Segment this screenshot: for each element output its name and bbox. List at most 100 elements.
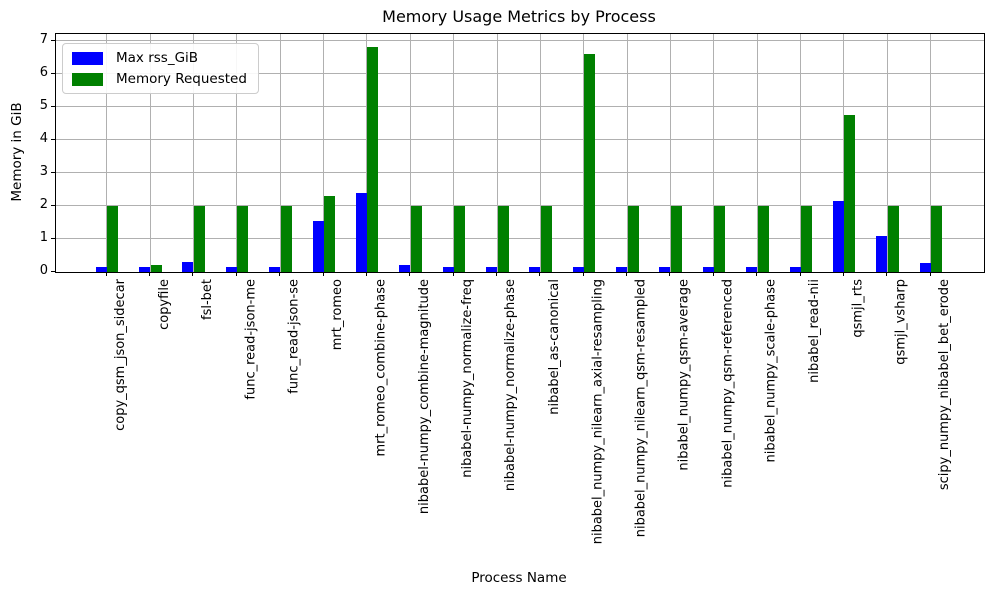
x-tick-mark <box>235 272 237 276</box>
x-tick-mark <box>409 272 411 276</box>
bar-max-rss <box>919 262 931 272</box>
x-tick-label: mrt_romeo_combine-phase <box>373 279 389 457</box>
x-tick-label: nibabel_numpy_qsm-referenced <box>720 279 736 488</box>
y-tick-label: 4 <box>39 130 48 146</box>
gridline-x <box>192 34 194 272</box>
gridline-x <box>149 34 151 272</box>
x-tick-label: nibabel_numpy_nilearn_axial-resampling <box>590 279 606 545</box>
bar-memory-requested <box>714 205 726 272</box>
x-tick-label: func_read-json-se <box>286 279 302 394</box>
legend: Max rss_GiB Memory Requested <box>62 43 259 94</box>
x-tick-mark <box>149 272 151 276</box>
gridline-x <box>669 34 671 272</box>
bar-max-rss <box>269 267 281 272</box>
bar-memory-requested <box>367 47 379 272</box>
gridline-y-7 <box>56 40 984 42</box>
y-tick-mark <box>51 171 55 173</box>
y-tick-label: 3 <box>39 163 48 179</box>
x-tick-mark <box>886 272 888 276</box>
gridline-x <box>930 34 932 272</box>
x-tick-mark <box>322 272 324 276</box>
bar-max-rss <box>312 220 324 272</box>
y-axis-label: Memory in GiB <box>9 102 25 202</box>
x-tick-label: func_read-json-me <box>243 279 259 400</box>
x-tick-label: nibabel_numpy_qsm-average <box>676 279 692 471</box>
gridline-x <box>106 34 108 272</box>
x-tick-label: nibabel_numpy_scale-phase <box>763 279 779 463</box>
x-tick-mark <box>799 272 801 276</box>
bar-max-rss <box>572 267 584 272</box>
x-tick-mark <box>105 272 107 276</box>
gridline-x <box>323 34 325 272</box>
x-tick-label: copyfile <box>156 279 172 330</box>
y-tick-mark <box>51 138 55 140</box>
gridline-x <box>453 34 455 272</box>
y-tick-mark <box>51 105 55 107</box>
legend-label-max-rss: Max rss_GiB <box>116 50 199 66</box>
gridline-y-3 <box>56 172 984 174</box>
gridline-x <box>279 34 281 272</box>
gridline-x <box>236 34 238 272</box>
bar-memory-requested <box>844 115 856 272</box>
bar-memory-requested <box>454 205 466 272</box>
gridline-x <box>800 34 802 272</box>
bar-max-rss <box>659 267 671 272</box>
x-tick-mark <box>756 272 758 276</box>
x-tick-label: qsmjl_rts <box>850 279 866 338</box>
bar-max-rss <box>355 192 367 272</box>
bar-memory-requested <box>887 205 899 272</box>
x-axis-label: Process Name <box>471 570 567 586</box>
x-tick-mark <box>929 272 931 276</box>
x-tick-label: copy_qsm_json_sidecar <box>113 279 129 431</box>
bar-memory-requested <box>584 53 596 272</box>
y-tick-label: 1 <box>39 229 48 245</box>
gridline-x <box>886 34 888 272</box>
gridline-x <box>409 34 411 272</box>
x-tick-mark <box>452 272 454 276</box>
legend-swatch-memory-requested <box>72 72 103 86</box>
x-tick-mark <box>279 272 281 276</box>
x-tick-mark <box>365 272 367 276</box>
y-tick-label: 6 <box>39 64 48 80</box>
bar-memory-requested <box>410 205 422 272</box>
x-tick-label: nibabel-numpy_normalize-freq <box>460 279 476 478</box>
x-tick-label: qsmjl_vsharp <box>893 279 909 365</box>
plot-area: Max rss_GiB Memory Requested <box>55 33 985 273</box>
gridline-y-6 <box>56 73 984 75</box>
legend-swatch-max-rss <box>72 51 103 65</box>
bar-max-rss <box>789 267 801 272</box>
y-tick-mark <box>51 39 55 41</box>
bar-max-rss <box>832 200 844 272</box>
bar-max-rss <box>442 267 454 272</box>
legend-row-max-rss: Max rss_GiB <box>72 50 247 66</box>
x-tick-mark <box>496 272 498 276</box>
gridline-y-1 <box>56 238 984 240</box>
y-tick-mark <box>51 204 55 206</box>
gridline-x <box>713 34 715 272</box>
bar-max-rss <box>399 265 411 272</box>
gridline-y-2 <box>56 205 984 207</box>
gridline-x <box>843 34 845 272</box>
bar-max-rss <box>225 267 237 272</box>
bar-max-rss <box>139 267 151 272</box>
gridline-x <box>756 34 758 272</box>
chart-title: Memory Usage Metrics by Process <box>382 7 656 26</box>
bar-memory-requested <box>107 205 119 272</box>
bar-max-rss <box>702 267 714 272</box>
x-tick-label: nibabel_read-nii <box>807 279 823 383</box>
x-tick-mark <box>192 272 194 276</box>
gridline-x <box>626 34 628 272</box>
x-tick-mark <box>582 272 584 276</box>
bar-memory-requested <box>801 205 813 272</box>
gridline-x <box>366 34 368 272</box>
y-tick-mark <box>51 271 55 272</box>
x-tick-label: nibabel_as-canonical <box>546 279 562 415</box>
bar-max-rss <box>529 267 541 272</box>
bar-max-rss <box>876 235 888 272</box>
x-tick-label: nibabel-numpy_combine-magnitude <box>416 279 432 515</box>
gridline-x <box>539 34 541 272</box>
bar-memory-requested <box>540 205 552 272</box>
y-tick-label: 2 <box>39 196 48 212</box>
bar-memory-requested <box>757 205 769 272</box>
